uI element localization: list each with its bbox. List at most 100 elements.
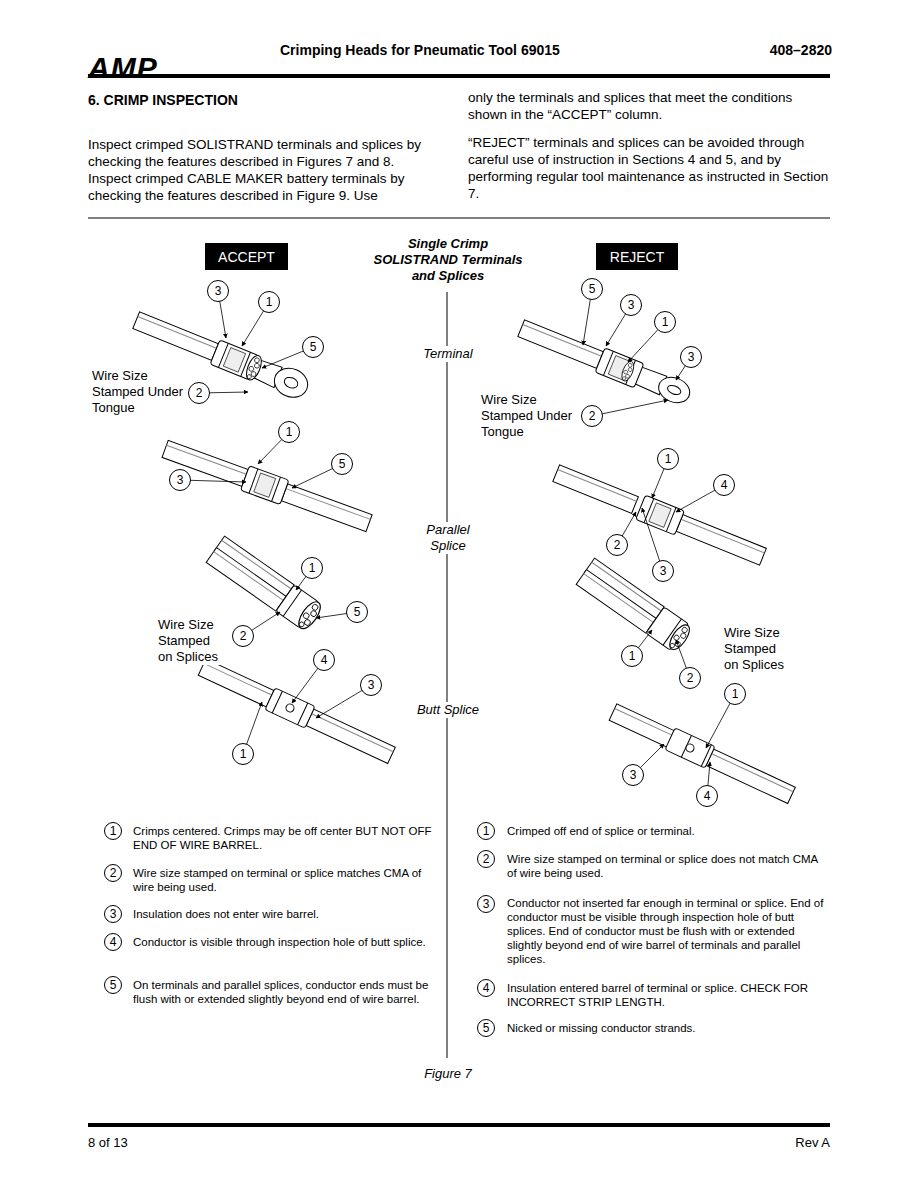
node-text: 3 <box>630 769 637 781</box>
node-text: 3 <box>368 679 375 691</box>
node-text: 5 <box>310 341 317 353</box>
node-text: 5 <box>589 283 596 295</box>
callout-label: Wire Size Stamped Under Tongue <box>481 392 581 440</box>
callout-number: 1 <box>621 645 643 667</box>
criteria-text: On terminals and parallel splices, condu… <box>133 978 440 1006</box>
column-heading-box: ACCEPT <box>205 243 288 270</box>
callout-number: 5 <box>477 1019 495 1037</box>
node-text: 3 <box>660 565 667 577</box>
callout-number: 3 <box>652 560 674 582</box>
section-title: 6. CRIMP INSPECTION <box>88 92 428 109</box>
node-text: 3 <box>628 299 635 311</box>
node-text: 1 <box>483 825 490 837</box>
callout-number: 5 <box>581 278 603 300</box>
callout-number: 3 <box>169 469 191 491</box>
callout-number: 2 <box>232 625 254 647</box>
node-text: 5 <box>483 1022 490 1034</box>
node-text: 4 <box>483 982 490 994</box>
node-text: 1 <box>309 562 316 574</box>
callout-number: 4 <box>713 474 735 496</box>
callout-number: 2 <box>188 382 210 404</box>
node-text: 2 <box>687 672 694 684</box>
callout-number: 3 <box>680 346 702 368</box>
callout-number: 4 <box>313 649 335 671</box>
node-text: 1 <box>662 316 669 328</box>
callout-number: 4 <box>696 785 718 807</box>
callout-label: Wire Size Stamped on Splices <box>158 617 226 665</box>
callout-number: 2 <box>104 864 122 882</box>
callout-number: 3 <box>207 280 229 302</box>
node-text: 2 <box>483 853 490 865</box>
node-text: 1 <box>240 748 247 760</box>
page-header: Crimping Heads for Pneumatic Tool 69015 <box>280 42 700 59</box>
callout-number: 1 <box>654 311 676 333</box>
callout-number: 5 <box>346 601 368 623</box>
callout-number: 3 <box>360 674 382 696</box>
callout-label: Wire Size Stamped on Splices <box>724 625 792 673</box>
callout-number: 5 <box>302 336 324 358</box>
criteria-text: Crimped off end of splice or terminal. <box>507 824 830 838</box>
node-text: 2 <box>240 630 247 642</box>
callout-number: 4 <box>477 979 495 997</box>
criteria-text: Insulation does not enter wire barrel. <box>133 907 440 921</box>
callout-number: 1 <box>724 683 746 705</box>
node-text: 4 <box>110 936 117 948</box>
revision: Rev A <box>720 1135 830 1151</box>
criteria-text: Wire size stamped on terminal or splice … <box>133 866 440 894</box>
section-label: Terminal <box>414 346 482 362</box>
node-text: 4 <box>704 790 711 802</box>
callout-number: 1 <box>657 448 679 470</box>
node-text: 1 <box>629 650 636 662</box>
node-text: 1 <box>665 453 672 465</box>
node-text: 3 <box>177 474 184 486</box>
criteria-text: Wire size stamped on terminal or splice … <box>507 852 830 880</box>
callout-number: 3 <box>620 294 642 316</box>
callout-label: Wire Size Stamped Under Tongue <box>92 368 192 416</box>
node-text: 3 <box>110 908 117 920</box>
callout-number: 2 <box>606 534 628 556</box>
page-number: 8 of 13 <box>88 1135 208 1151</box>
body-text: “REJECT” terminals and splices can be av… <box>468 134 830 202</box>
node-text: 1 <box>732 688 739 700</box>
node-text: 2 <box>196 387 203 399</box>
node-text: REJECT <box>610 249 664 265</box>
callout-number: 3 <box>104 905 122 923</box>
node-text: 4 <box>721 479 728 491</box>
figure-heading: Single Crimp SOLISTRAND Terminals and Sp… <box>368 236 528 284</box>
node-text: 2 <box>614 539 621 551</box>
callout-number: 3 <box>622 764 644 786</box>
node-text: 1 <box>110 825 117 837</box>
section-label: Butt Splice <box>408 702 488 718</box>
node-text: 5 <box>110 979 117 991</box>
section-label: Parallel Splice <box>413 522 483 554</box>
column-heading-box: REJECT <box>596 243 678 270</box>
node-text: 4 <box>321 654 328 666</box>
criteria-text: Conductor is visible through inspection … <box>133 935 440 949</box>
node-text: 3 <box>483 898 490 910</box>
callout-number: 4 <box>104 933 122 951</box>
node-text: 5 <box>339 458 346 470</box>
document-number: 408–2820 <box>760 42 832 59</box>
node-text: 5 <box>354 606 361 618</box>
node-text: 1 <box>286 426 293 438</box>
brand-logo: AMP <box>88 50 238 86</box>
criteria-text: Nicked or missing conductor strands. <box>507 1021 830 1035</box>
callout-number: 3 <box>477 895 495 913</box>
callout-number: 5 <box>104 976 122 994</box>
callout-number: 2 <box>581 405 603 427</box>
callout-number: 5 <box>331 453 353 475</box>
callout-number: 1 <box>258 291 280 313</box>
node-text: 3 <box>688 351 695 363</box>
criteria-text: Crimps centered. Crimps may be off cente… <box>133 824 440 852</box>
callout-number: 1 <box>104 822 122 840</box>
node-text: ACCEPT <box>218 249 275 265</box>
callout-number: 1 <box>278 421 300 443</box>
callout-number: 2 <box>477 850 495 868</box>
callout-number: 1 <box>477 822 495 840</box>
criteria-text: Conductor not inserted far enough in ter… <box>507 896 830 966</box>
callout-number: 1 <box>232 743 254 765</box>
node-text: 2 <box>589 410 596 422</box>
body-text: only the terminals and splices that meet… <box>468 89 830 123</box>
node-text: 2 <box>110 867 117 879</box>
